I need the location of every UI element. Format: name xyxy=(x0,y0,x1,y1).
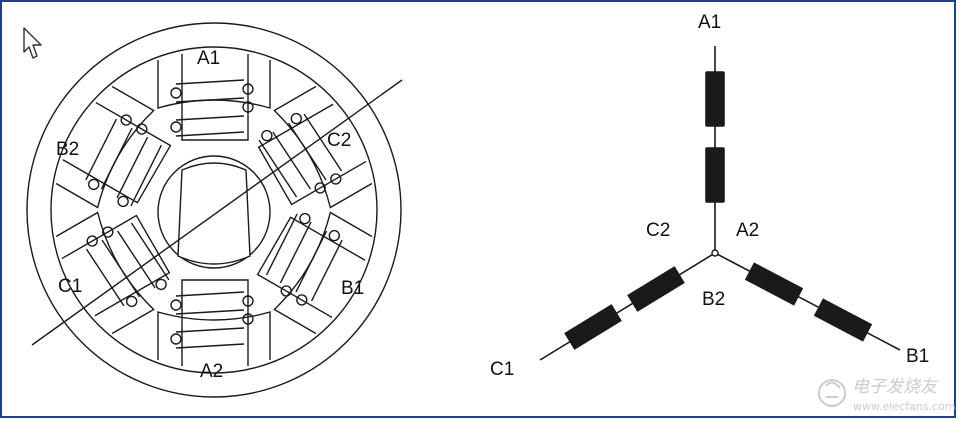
stator-pole-a2 xyxy=(157,279,271,366)
winding-a-lower xyxy=(705,147,725,203)
motor-label-a1: A1 xyxy=(197,48,220,69)
coil-winding-a1 xyxy=(170,79,254,137)
motor-label-c2: C2 xyxy=(327,130,351,151)
winding-b-inner xyxy=(744,262,804,306)
coil-winding-b1 xyxy=(265,212,343,306)
watermark-brand: 电子发烧友 xyxy=(852,377,939,397)
stepper-motor-cross-section xyxy=(26,22,403,398)
wye-label-c1: C1 xyxy=(490,359,514,380)
stator-outer-ring xyxy=(26,22,402,398)
coil-winding-a2 xyxy=(170,291,254,349)
axis-line xyxy=(31,79,403,346)
motor-label-c1: C1 xyxy=(58,276,82,297)
wye-label-b1: B1 xyxy=(906,346,929,367)
winding-c-outer xyxy=(564,304,622,350)
watermark: 电子发烧友 www.elecfans.com xyxy=(818,377,955,413)
winding-a-upper xyxy=(705,71,725,127)
winding-b-outer xyxy=(813,298,873,342)
watermark-url: www.elecfans.com xyxy=(853,400,955,413)
coil-winding-b2 xyxy=(85,114,163,208)
mouse-pointer-icon xyxy=(23,27,42,59)
wye-label-c2: C2 xyxy=(646,220,670,241)
rotor xyxy=(157,155,271,269)
coil-winding-c1 xyxy=(85,222,170,308)
wye-label-a2: A2 xyxy=(736,220,759,241)
winding-c-inner xyxy=(627,266,685,312)
wye-label-b2: B2 xyxy=(702,289,725,310)
wye-label-a1: A1 xyxy=(698,12,721,33)
wye-connection xyxy=(539,46,901,361)
neutral-node xyxy=(711,249,719,257)
watermark-logo-icon xyxy=(818,379,846,407)
motor-label-b1: B1 xyxy=(341,278,364,299)
coil-winding-c2 xyxy=(258,112,343,198)
motor-label-b2: B2 xyxy=(56,139,79,160)
motor-label-a2: A2 xyxy=(200,361,223,382)
stator-inner-ring xyxy=(50,46,378,374)
